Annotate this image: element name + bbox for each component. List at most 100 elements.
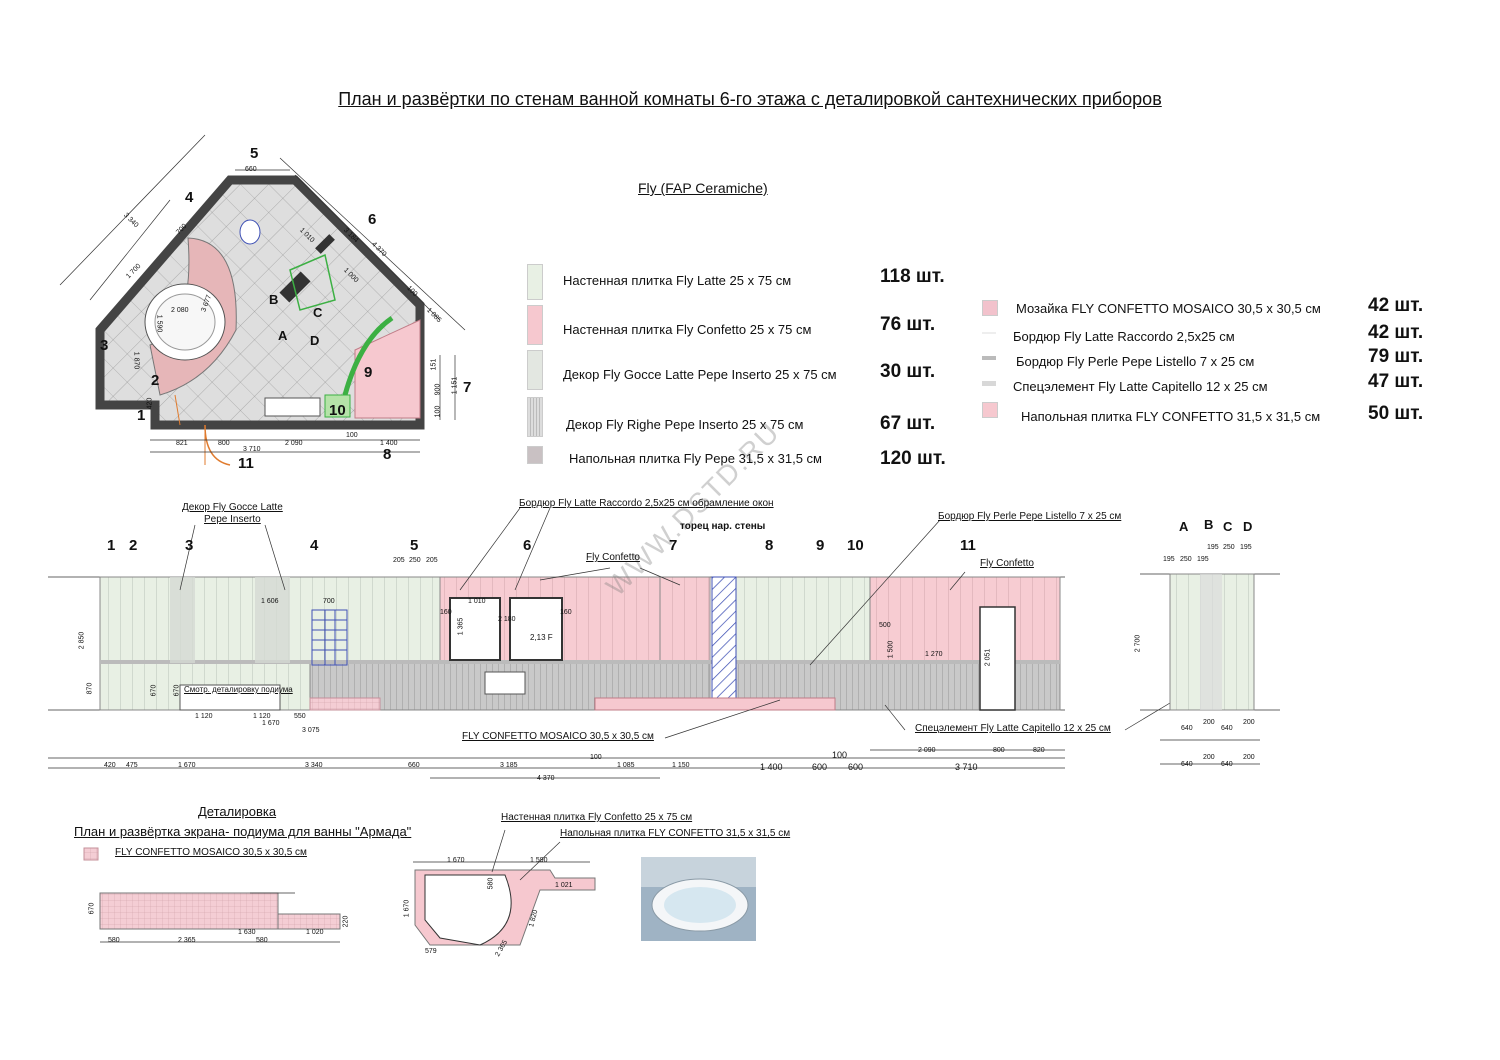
elev-wall-8: 8 xyxy=(765,537,774,554)
plan-dim: 821 xyxy=(176,440,188,447)
detail-dim: 1 670 xyxy=(447,857,465,864)
swatch-righe xyxy=(527,397,543,437)
page-title: План и развёртки по стенам ванной комнат… xyxy=(338,89,1162,109)
abcd-dim: 640 xyxy=(1221,761,1233,768)
plan-dim: 420 xyxy=(146,397,154,410)
plan-dim: 2 080 xyxy=(171,307,189,314)
brand-title: Fly (FAP Ceramiche) xyxy=(638,180,768,196)
elev-dim: 2 180 xyxy=(498,616,516,623)
material-qty: 47 шт. xyxy=(1368,371,1424,392)
podium-detail xyxy=(83,829,596,946)
swatch-gocce xyxy=(527,350,543,390)
abcd-dim: 250 xyxy=(1223,544,1235,551)
elev-dim: 250 xyxy=(409,557,421,564)
elev-wall-4: 4 xyxy=(310,537,319,554)
elev-dim: 660 xyxy=(408,762,420,769)
plan-wall-2: 2 xyxy=(151,372,160,389)
elev-dim: 420 xyxy=(104,762,116,769)
abcd-dim: 195 xyxy=(1197,556,1209,563)
elev-dim: 1 085 xyxy=(617,762,635,769)
detail-dim: 580 xyxy=(256,937,268,944)
detail-wall-tile: Настенная плитка Fly Confetto 25 х 75 см xyxy=(501,812,693,823)
elev-wall-5: 5 xyxy=(410,537,419,554)
abcd-dim: 200 xyxy=(1203,719,1215,726)
elev-point-b: B xyxy=(1204,517,1214,532)
plan-wall-1: 1 xyxy=(137,407,146,424)
detail-dim: 580 xyxy=(487,877,495,890)
plan-wall-9: 9 xyxy=(364,364,373,381)
elev-dim: 3 075 xyxy=(302,727,320,734)
elev-dim: 100 xyxy=(832,750,848,760)
plan-dim: 2 090 xyxy=(285,440,303,447)
elev-dim: 670 xyxy=(173,684,181,697)
abcd-dim: 195 xyxy=(1240,544,1252,551)
cut-label: торец нар. стены xyxy=(680,521,766,532)
detail-heading: Деталировка xyxy=(198,804,277,819)
plan-dim: 1 151 xyxy=(451,376,459,395)
elev-point-c: C xyxy=(1223,519,1233,534)
swatch-raccordo xyxy=(982,332,996,334)
elev-dim: 1 670 xyxy=(178,762,196,769)
plan-wall-8: 8 xyxy=(383,446,392,463)
plan-dim: 800 xyxy=(218,440,230,447)
material-qty: 118 шт. xyxy=(880,266,945,287)
annotation-confetto-2: Fly Confetto xyxy=(980,558,1034,569)
elev-dim: 2 850 xyxy=(78,631,86,650)
material-qty: 30 шт. xyxy=(880,361,936,382)
plan-point-b: B xyxy=(269,292,279,307)
abcd-dim: 200 xyxy=(1243,719,1255,726)
elev-dim: 4 370 xyxy=(537,775,555,782)
abcd-dim: 195 xyxy=(1163,556,1175,563)
elev-wall-9: 9 xyxy=(816,537,825,554)
elev-dim: 870 xyxy=(86,682,94,695)
plan-point-a: A xyxy=(278,328,288,343)
plan-point-d: D xyxy=(310,333,320,348)
material-label: Бордюр Fly Latte Raccordo 2,5х25 см xyxy=(1013,329,1235,344)
elev-dim: 1 400 xyxy=(760,762,783,772)
elev-dim: 1 606 xyxy=(261,598,279,605)
elev-dim: 205 xyxy=(426,557,438,564)
elev-dim: 2 051 xyxy=(984,648,992,667)
material-qty: 120 шт. xyxy=(880,448,946,469)
annotation-raccordo: Бордюр Fly Latte Raccordo 2,5х25 см обра… xyxy=(519,498,774,509)
elev-wall-3: 3 xyxy=(185,537,194,554)
plan-dim: 100 xyxy=(434,405,442,418)
material-label: Мозайка FLY CONFETTO MOSAICO 30,5 х 30,5… xyxy=(1016,301,1321,316)
abcd-dim: 640 xyxy=(1181,725,1193,732)
annotation-confetto-1: Fly Confetto xyxy=(586,552,640,563)
abcd-dim: 195 xyxy=(1207,544,1219,551)
detail-dim: 1 021 xyxy=(555,882,573,889)
elev-dim: 1 270 xyxy=(925,651,943,658)
plan-wall-10: 10 xyxy=(329,402,346,419)
plan-wall-6: 6 xyxy=(368,211,377,228)
annotation-capitello: Спецэлемент Fly Latte Capitello 12 х 25 … xyxy=(915,723,1111,734)
plan-dim: 660 xyxy=(245,166,257,173)
elev-dim: 3 710 xyxy=(955,762,978,772)
elev-dim: 1 670 xyxy=(262,720,280,727)
swatch-confetto xyxy=(527,305,543,345)
elev-dim: 550 xyxy=(294,713,306,720)
annotation-podium: Смотр. деталировку подиума xyxy=(184,685,293,694)
elev-dim: 1 365 xyxy=(457,617,465,636)
swatch-listello xyxy=(982,356,996,360)
elev-dim: 100 xyxy=(590,754,602,761)
elev-point-d: D xyxy=(1243,519,1253,534)
material-label: Настенная плитка Fly Confetto 25 х 75 см xyxy=(563,322,812,337)
swatch-mosaic xyxy=(982,300,998,316)
detail-dim: 579 xyxy=(425,948,437,955)
detail-subheading: План и развёртка экрана- подиума для ван… xyxy=(74,824,412,839)
elev-wall-11: 11 xyxy=(960,537,976,554)
detail-dim: 580 xyxy=(108,937,120,944)
abcd-dim: 200 xyxy=(1203,754,1215,761)
plan-wall-3: 3 xyxy=(100,337,109,354)
elev-dim: 1 120 xyxy=(195,713,213,720)
elev-dim: 1 500 xyxy=(887,640,895,659)
material-label: Бордюр Fly Perle Pepe Listello 7 х 25 см xyxy=(1016,354,1255,369)
elev-dim: 1 120 xyxy=(253,713,271,720)
elev-wall-6: 6 xyxy=(523,537,532,554)
swatch-floor-confetto xyxy=(982,402,998,418)
elev-dim: 820 xyxy=(1033,747,1045,754)
elev-wall-1: 1 xyxy=(107,537,116,554)
plan-dim: 151 xyxy=(430,358,438,371)
